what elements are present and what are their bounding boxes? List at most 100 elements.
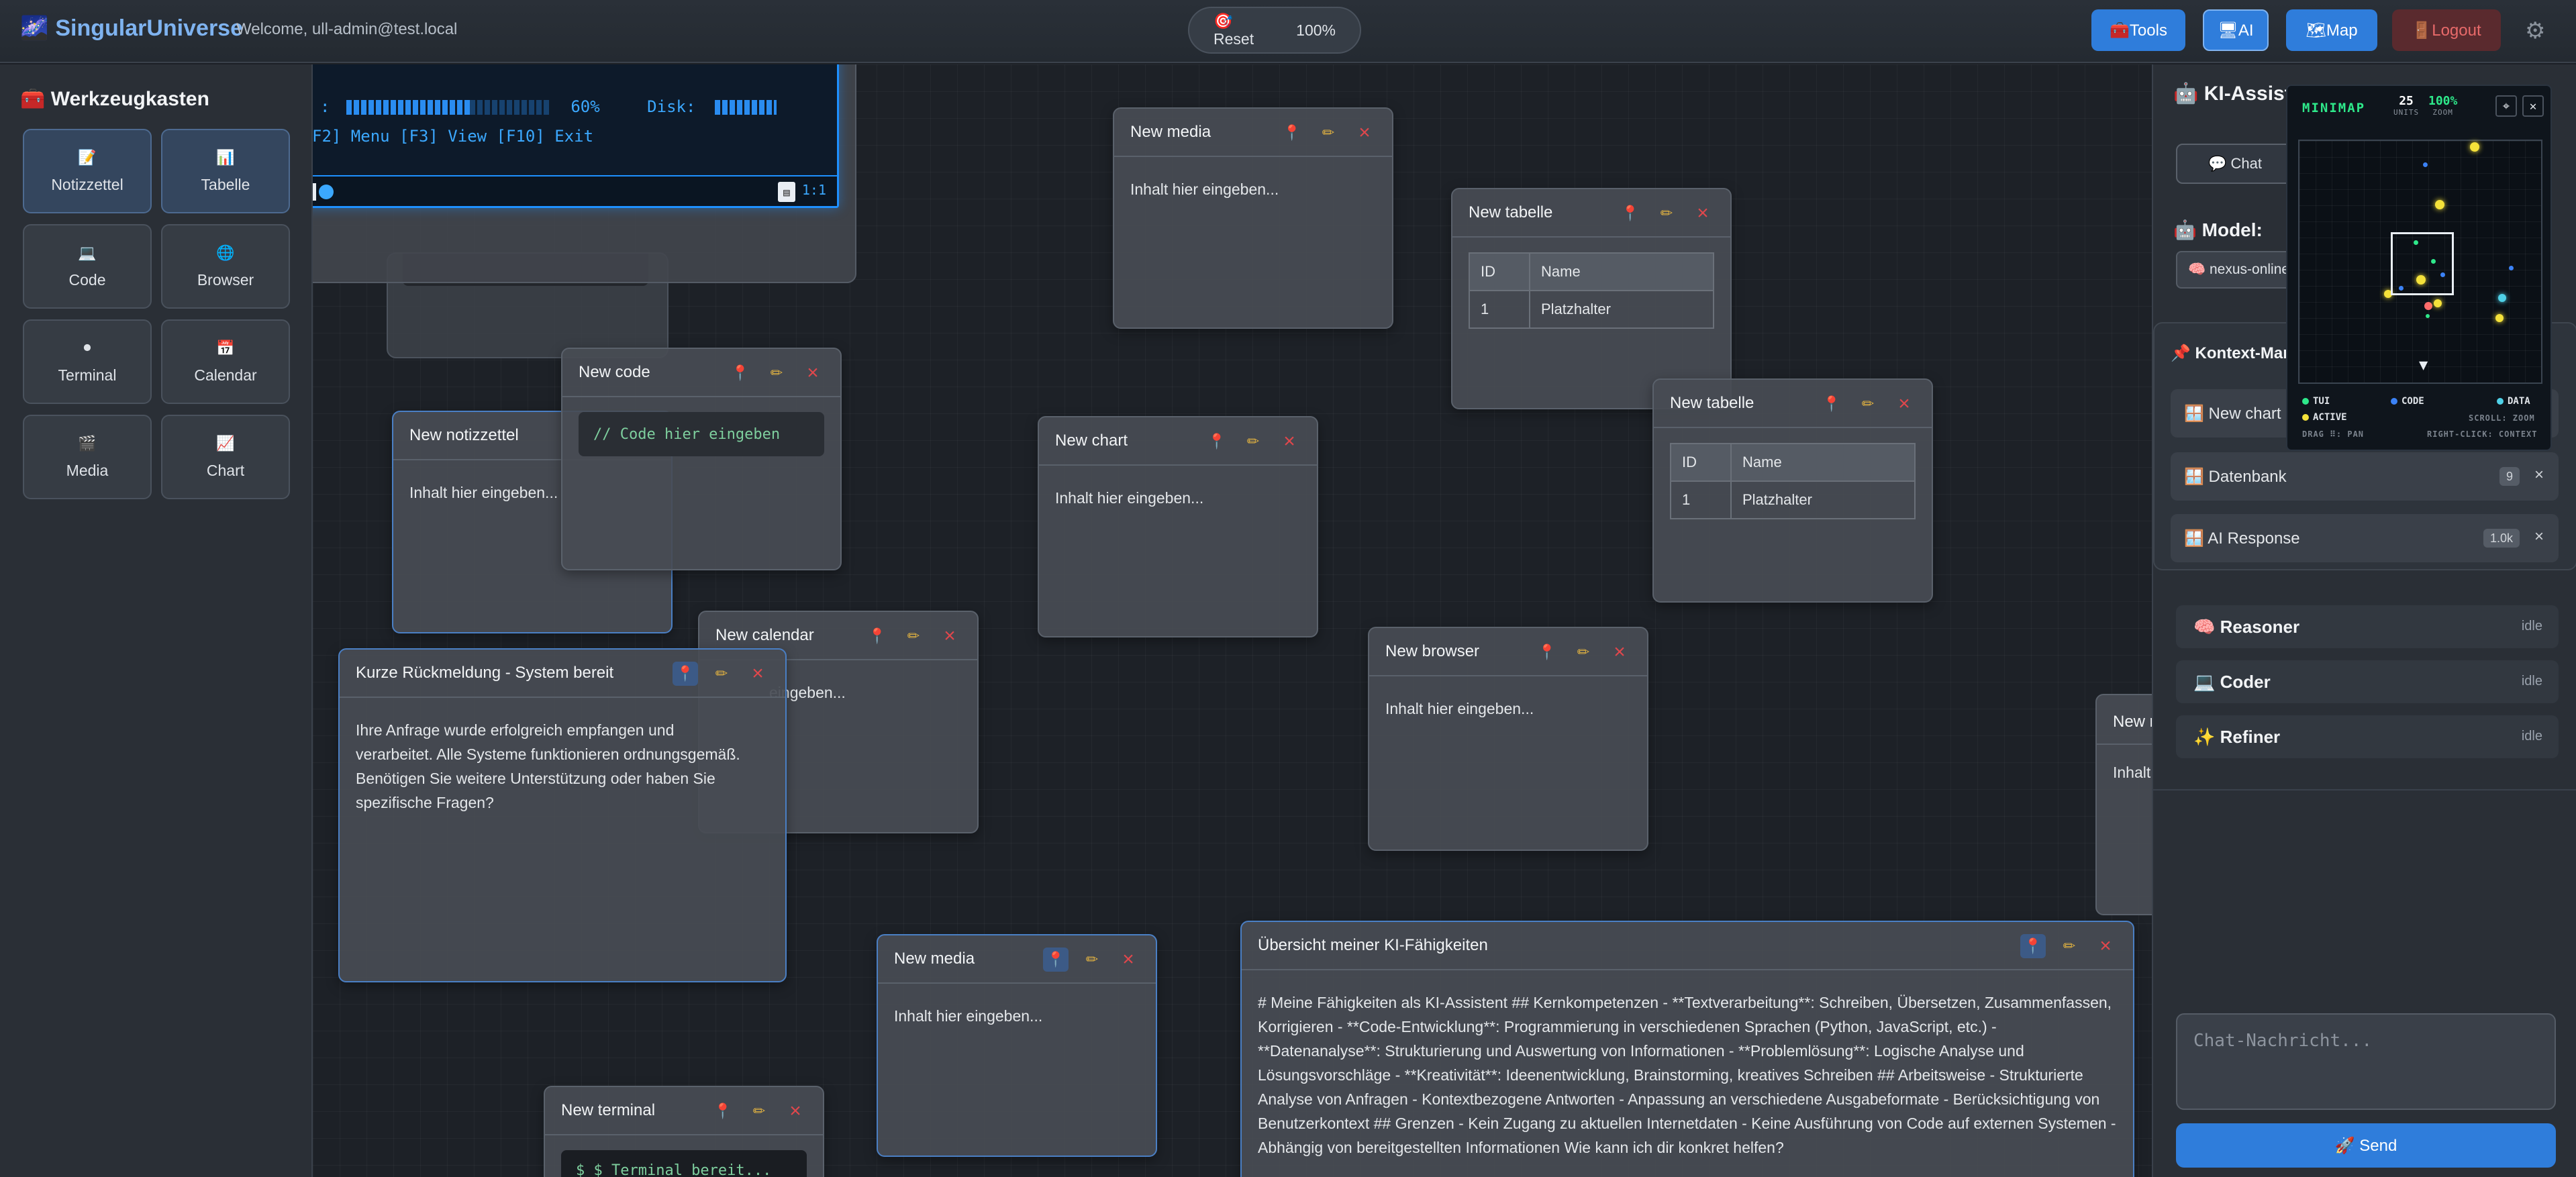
window-new-browser[interactable]: New browser 📍 ✏ × Inhalt hier eingeben..… <box>1368 627 1648 851</box>
settings-gear-icon[interactable]: ⚙ <box>2525 18 2546 44</box>
logout-button[interactable]: 🚪Logout <box>2392 9 2501 51</box>
minimap-view-rect[interactable] <box>2391 232 2454 295</box>
pencil-icon[interactable]: ✏ <box>1861 395 1875 412</box>
remove-context-icon[interactable]: × <box>2534 527 2544 546</box>
tool-calendar[interactable]: 📅 Calendar <box>161 319 290 404</box>
window-system-feedback[interactable]: Kurze Rückmeldung - System bereit 📍 ✏ × … <box>338 648 787 982</box>
window-header[interactable]: New tabelle 📍 ✏ × <box>1452 189 1730 238</box>
tool-browser[interactable]: 🌐 Browser <box>161 224 290 309</box>
remove-context-icon[interactable]: × <box>2534 466 2544 484</box>
window-content[interactable]: Inhalt hier eingeben... <box>409 484 558 501</box>
pin-icon[interactable]: 📍 <box>673 662 698 686</box>
window-new-media[interactable]: New media 📍 ✏ × Inhalt hier eingeben... <box>877 934 1157 1157</box>
close-icon[interactable]: × <box>807 362 819 384</box>
window-content[interactable]: Inhalt hier eingeben... <box>1055 489 1204 507</box>
pin-icon[interactable]: 📍 <box>1283 124 1301 141</box>
pin-icon[interactable]: 📍 <box>731 364 750 381</box>
window-content[interactable]: Ihre Anfrage wurde erfolgreich empfangen… <box>356 721 740 811</box>
minimap-viewport-area[interactable]: ▼ <box>2298 140 2542 384</box>
pencil-icon[interactable]: ✏ <box>752 1103 766 1119</box>
minimap[interactable]: MINIMAP 25 UNITS 100% ZOOM ⌖ ✕ ▼ TUI COD… <box>2286 85 2552 451</box>
code-editor[interactable]: // Code hier eingeben <box>579 412 824 456</box>
pin-icon[interactable]: 📍 <box>2020 934 2046 958</box>
close-icon[interactable]: ✕ <box>2522 95 2544 117</box>
agent-reasoner[interactable]: 🧠 Reasoner idle <box>2176 605 2559 648</box>
chat-input[interactable]: Chat-Nachricht... <box>2176 1013 2556 1110</box>
tab-chat[interactable]: 💬 Chat <box>2176 144 2294 184</box>
tool-media[interactable]: 🎬 Media <box>23 415 152 499</box>
close-icon[interactable]: × <box>2099 935 2112 957</box>
pin-icon[interactable]: 📍 <box>1043 948 1069 972</box>
pencil-icon[interactable]: ✏ <box>1577 644 1590 660</box>
window-header[interactable]: New calendar 📍 ✏ × <box>699 612 977 660</box>
pin-icon[interactable]: 📍 <box>1538 644 1556 660</box>
pencil-icon[interactable]: ✏ <box>770 364 783 381</box>
window-content[interactable]: # Meine Fähigkeiten als KI-Assistent ## … <box>1258 994 2116 1156</box>
close-icon[interactable]: × <box>789 1100 801 1122</box>
pencil-icon[interactable]: ✏ <box>907 627 920 644</box>
reset-button[interactable]: 🎯 Reset <box>1213 12 1254 48</box>
window-header[interactable]: Kurze Rückmeldung - System bereit 📍 ✏ × <box>340 650 785 698</box>
close-icon[interactable]: × <box>1697 202 1709 224</box>
agent-coder[interactable]: 💻 Coder idle <box>2176 660 2559 703</box>
window-content[interactable]: Inhalt hier eingeben... <box>1130 181 1279 198</box>
pencil-icon[interactable]: ✏ <box>1660 205 1673 221</box>
workspace-canvas[interactable]: : 60% Disk: F2] Menu [F3] View [F10] Exi… <box>313 64 2152 1177</box>
pin-icon[interactable]: 📍 <box>1621 205 1640 221</box>
table-cell[interactable]: Platzhalter <box>1529 290 1714 329</box>
pin-icon[interactable]: 📍 <box>1822 395 1841 412</box>
window-header[interactable]: Übersicht meiner KI-Fähigkeiten 📍 ✏ × <box>1242 922 2133 970</box>
tools-button[interactable]: 🧰Tools <box>2091 9 2185 51</box>
pencil-icon[interactable]: ✏ <box>1246 433 1260 450</box>
close-icon[interactable]: × <box>944 625 956 647</box>
window-content[interactable]: Inhalt hier eingeben... <box>894 1007 1043 1025</box>
close-icon[interactable]: × <box>1898 393 1910 415</box>
window-new-code[interactable]: New code 📍 ✏ × // Code hier eingeben <box>561 348 842 570</box>
map-button[interactable]: 🗺Map <box>2286 9 2377 51</box>
window-ki-capabilities[interactable]: Übersicht meiner KI-Fähigkeiten 📍 ✏ × # … <box>1240 921 2134 1177</box>
center-target-icon[interactable]: ⌖ <box>2495 95 2517 117</box>
window-new-terminal[interactable]: New terminal 📍 ✏ × $ $ Terminal bereit..… <box>544 1086 824 1177</box>
window-header[interactable]: New chart 📍 ✏ × <box>1039 417 1317 466</box>
tui-screen[interactable]: : 60% Disk: F2] Menu [F3] View [F10] Exi… <box>313 64 839 208</box>
pin-icon[interactable]: 📍 <box>1207 433 1226 450</box>
window-new-calendar[interactable]: New calendar 📍 ✏ × eingeben... <box>698 611 979 833</box>
context-item[interactable]: 🪟 AI Response 1.0k × <box>2171 514 2559 562</box>
tool-notizzettel[interactable]: 📝 Notizzettel <box>23 129 152 213</box>
window-new-chart[interactable]: New chart 📍 ✏ × Inhalt hier eingeben... <box>1038 416 1318 637</box>
table-cell[interactable]: Platzhalter <box>1730 480 1916 519</box>
tool-code[interactable]: 💻 Code <box>23 224 152 309</box>
window-content[interactable]: Inhalt <box>2113 764 2151 781</box>
window-header[interactable]: New code 📍 ✏ × <box>562 349 840 397</box>
terminal-output[interactable]: $ $ Terminal bereit... <box>561 1150 807 1177</box>
tool-chart[interactable]: 📈 Chart <box>161 415 290 499</box>
ai-button[interactable]: 🖥AI <box>2203 9 2269 51</box>
tui-ratio[interactable]: 1:1 <box>801 182 826 198</box>
table-cell[interactable]: 1 <box>1670 480 1732 519</box>
window-new-media[interactable]: New media 📍 ✏ × Inhalt hier eingeben... <box>1113 107 1393 329</box>
tool-tabelle[interactable]: 📊 Tabelle <box>161 129 290 213</box>
close-icon[interactable]: × <box>1614 641 1626 663</box>
table-cell[interactable]: 1 <box>1469 290 1530 329</box>
close-icon[interactable]: × <box>752 662 764 684</box>
close-icon[interactable]: × <box>1283 430 1295 452</box>
window-content[interactable]: Inhalt hier eingeben... <box>1385 700 1534 717</box>
context-item[interactable]: 🪟 Datenbank 9 × <box>2171 452 2559 501</box>
window-header[interactable]: New tabelle 📍 ✏ × <box>1654 380 1932 428</box>
brand[interactable]: 🌌 SingularUniverse <box>20 15 243 42</box>
agent-refiner[interactable]: ✨ Refiner idle <box>2176 715 2559 758</box>
send-button[interactable]: 🚀 Send <box>2176 1123 2556 1168</box>
window-header[interactable]: New browser 📍 ✏ × <box>1369 628 1647 676</box>
close-icon[interactable]: × <box>1122 948 1134 970</box>
pencil-icon[interactable]: ✏ <box>2063 937 2076 954</box>
window-header[interactable]: New notizzettel <box>393 412 671 460</box>
window-header[interactable]: New terminal 📍 ✏ × <box>545 1087 823 1135</box>
window-header[interactable]: New media 📍 ✏ × <box>878 935 1156 984</box>
pin-icon[interactable]: 📍 <box>713 1103 732 1119</box>
pin-icon[interactable]: 📍 <box>868 627 887 644</box>
